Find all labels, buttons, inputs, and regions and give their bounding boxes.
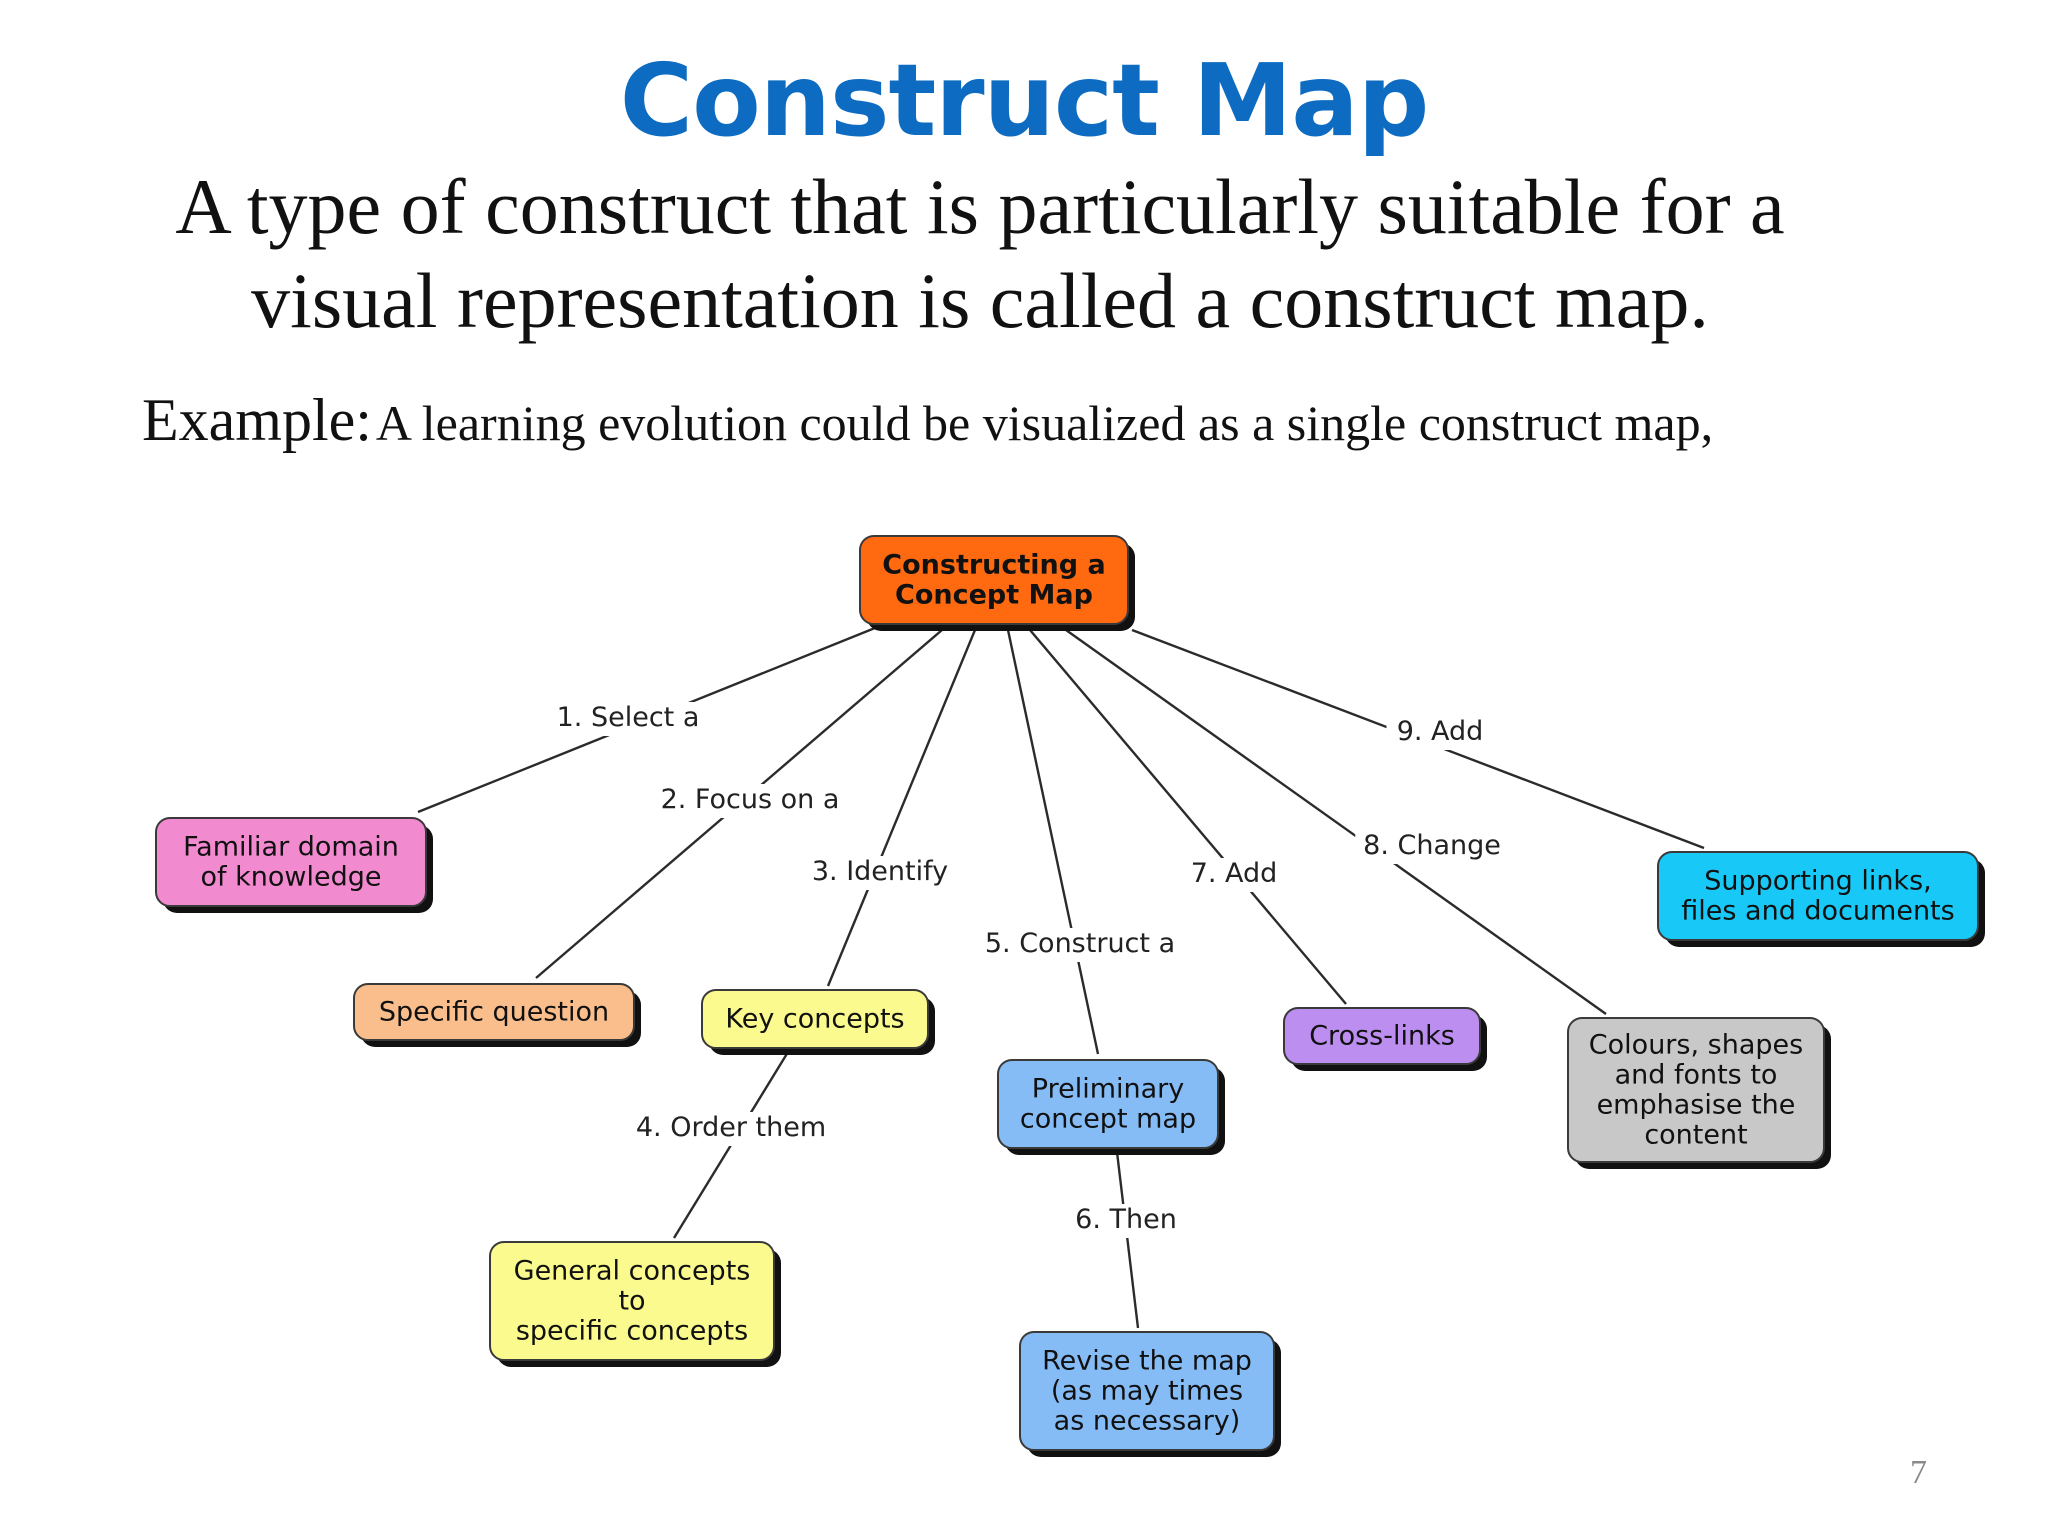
link-label-l8: 8. Change	[1355, 830, 1509, 864]
node-label: Familiar domain	[183, 831, 399, 862]
node-label: Specific question	[379, 996, 609, 1027]
link-label-bg	[1355, 830, 1509, 864]
example-text: A learning evolution could be visualized…	[375, 395, 1714, 451]
link-label-text: 2. Focus on a	[661, 784, 840, 815]
link-label-text: 3. Identify	[812, 856, 948, 887]
node-box	[859, 535, 1129, 625]
page-number: 7	[1910, 1454, 1927, 1491]
node-label: Constructing a	[882, 549, 1105, 580]
node-label: as necessary)	[1054, 1405, 1241, 1436]
edge-l5	[1006, 629, 1100, 1055]
node-box	[1019, 1331, 1275, 1451]
link-label-bg	[1180, 858, 1288, 892]
node-label: of knowledge	[201, 861, 382, 892]
node-label: emphasise the	[1597, 1089, 1796, 1120]
link-label-l7: 7. Add	[1180, 858, 1288, 892]
node-label: Cross-links	[1309, 1020, 1455, 1051]
node-label: General concepts	[514, 1255, 751, 1286]
link-label-l5: 5. Construct a	[964, 928, 1196, 962]
slide-subtitle: A type of construct that is particularly…	[175, 163, 1785, 344]
link-label-bg	[1386, 716, 1494, 750]
link-label-l1: 1. Select a	[535, 702, 721, 736]
node-label: Preliminary	[1032, 1073, 1184, 1104]
link-label-text: 8. Change	[1363, 830, 1501, 861]
node-box	[489, 1241, 775, 1361]
link-label-text: 5. Construct a	[985, 928, 1175, 959]
node-label: content	[1644, 1119, 1747, 1150]
link-label-bg	[964, 928, 1196, 962]
edge-l7	[1029, 629, 1347, 1005]
node-label: and fonts to	[1615, 1059, 1778, 1090]
node-label: (as may times	[1051, 1375, 1243, 1406]
link-label-text: 1. Select a	[557, 702, 700, 733]
node-box	[997, 1059, 1219, 1149]
node-box	[353, 983, 635, 1041]
concept-map-link-labels: 1. Select a 2. Focus on a 3. Identify 4. Or…	[535, 702, 1509, 1238]
edge-l3	[826, 629, 977, 987]
node-label: to	[618, 1285, 645, 1316]
edge-l6	[1115, 1151, 1140, 1329]
link-label-l4: 4. Order them	[623, 1112, 839, 1146]
edge-l8	[1065, 629, 1607, 1015]
link-label-text: 6. Then	[1075, 1204, 1177, 1235]
link-label-bg	[1064, 1204, 1188, 1238]
link-label-bg	[535, 702, 721, 736]
node-cross: Cross-links	[1283, 1007, 1487, 1071]
node-supporting: Supporting links,files and documents	[1657, 851, 1985, 947]
node-label: concept map	[1020, 1103, 1196, 1134]
link-label-l2: 2. Focus on a	[642, 784, 858, 818]
node-box	[155, 817, 427, 907]
node-box	[1283, 1007, 1481, 1065]
node-label: Concept Map	[895, 579, 1093, 610]
node-box	[1657, 851, 1979, 941]
link-label-text: 4. Order them	[636, 1112, 826, 1143]
node-label: Supporting links,	[1704, 865, 1931, 896]
node-label: Colours, shapes	[1589, 1029, 1803, 1060]
link-label-bg	[787, 856, 973, 890]
example-label: Example:	[142, 387, 372, 453]
link-label-l9: 9. Add	[1386, 716, 1494, 750]
node-specific: Specific question	[353, 983, 641, 1047]
node-label: specific concepts	[516, 1315, 748, 1346]
link-label-text: 7. Add	[1191, 858, 1278, 889]
node-label: Revise the map	[1042, 1345, 1252, 1376]
node-key: Key concepts	[701, 989, 935, 1055]
node-box	[701, 989, 929, 1049]
slide-title: Construct Map	[619, 42, 1430, 159]
node-box	[1567, 1017, 1825, 1163]
link-label-text: 9. Add	[1397, 716, 1484, 747]
link-label-bg	[642, 784, 858, 818]
link-label-bg	[623, 1112, 839, 1146]
link-label-l6: 6. Then	[1064, 1204, 1188, 1238]
node-label: Key concepts	[725, 1003, 904, 1034]
node-label: files and documents	[1681, 895, 1954, 926]
example-line: Example: A learning evolution could be v…	[142, 386, 1713, 455]
link-label-l3: 3. Identify	[787, 856, 973, 890]
